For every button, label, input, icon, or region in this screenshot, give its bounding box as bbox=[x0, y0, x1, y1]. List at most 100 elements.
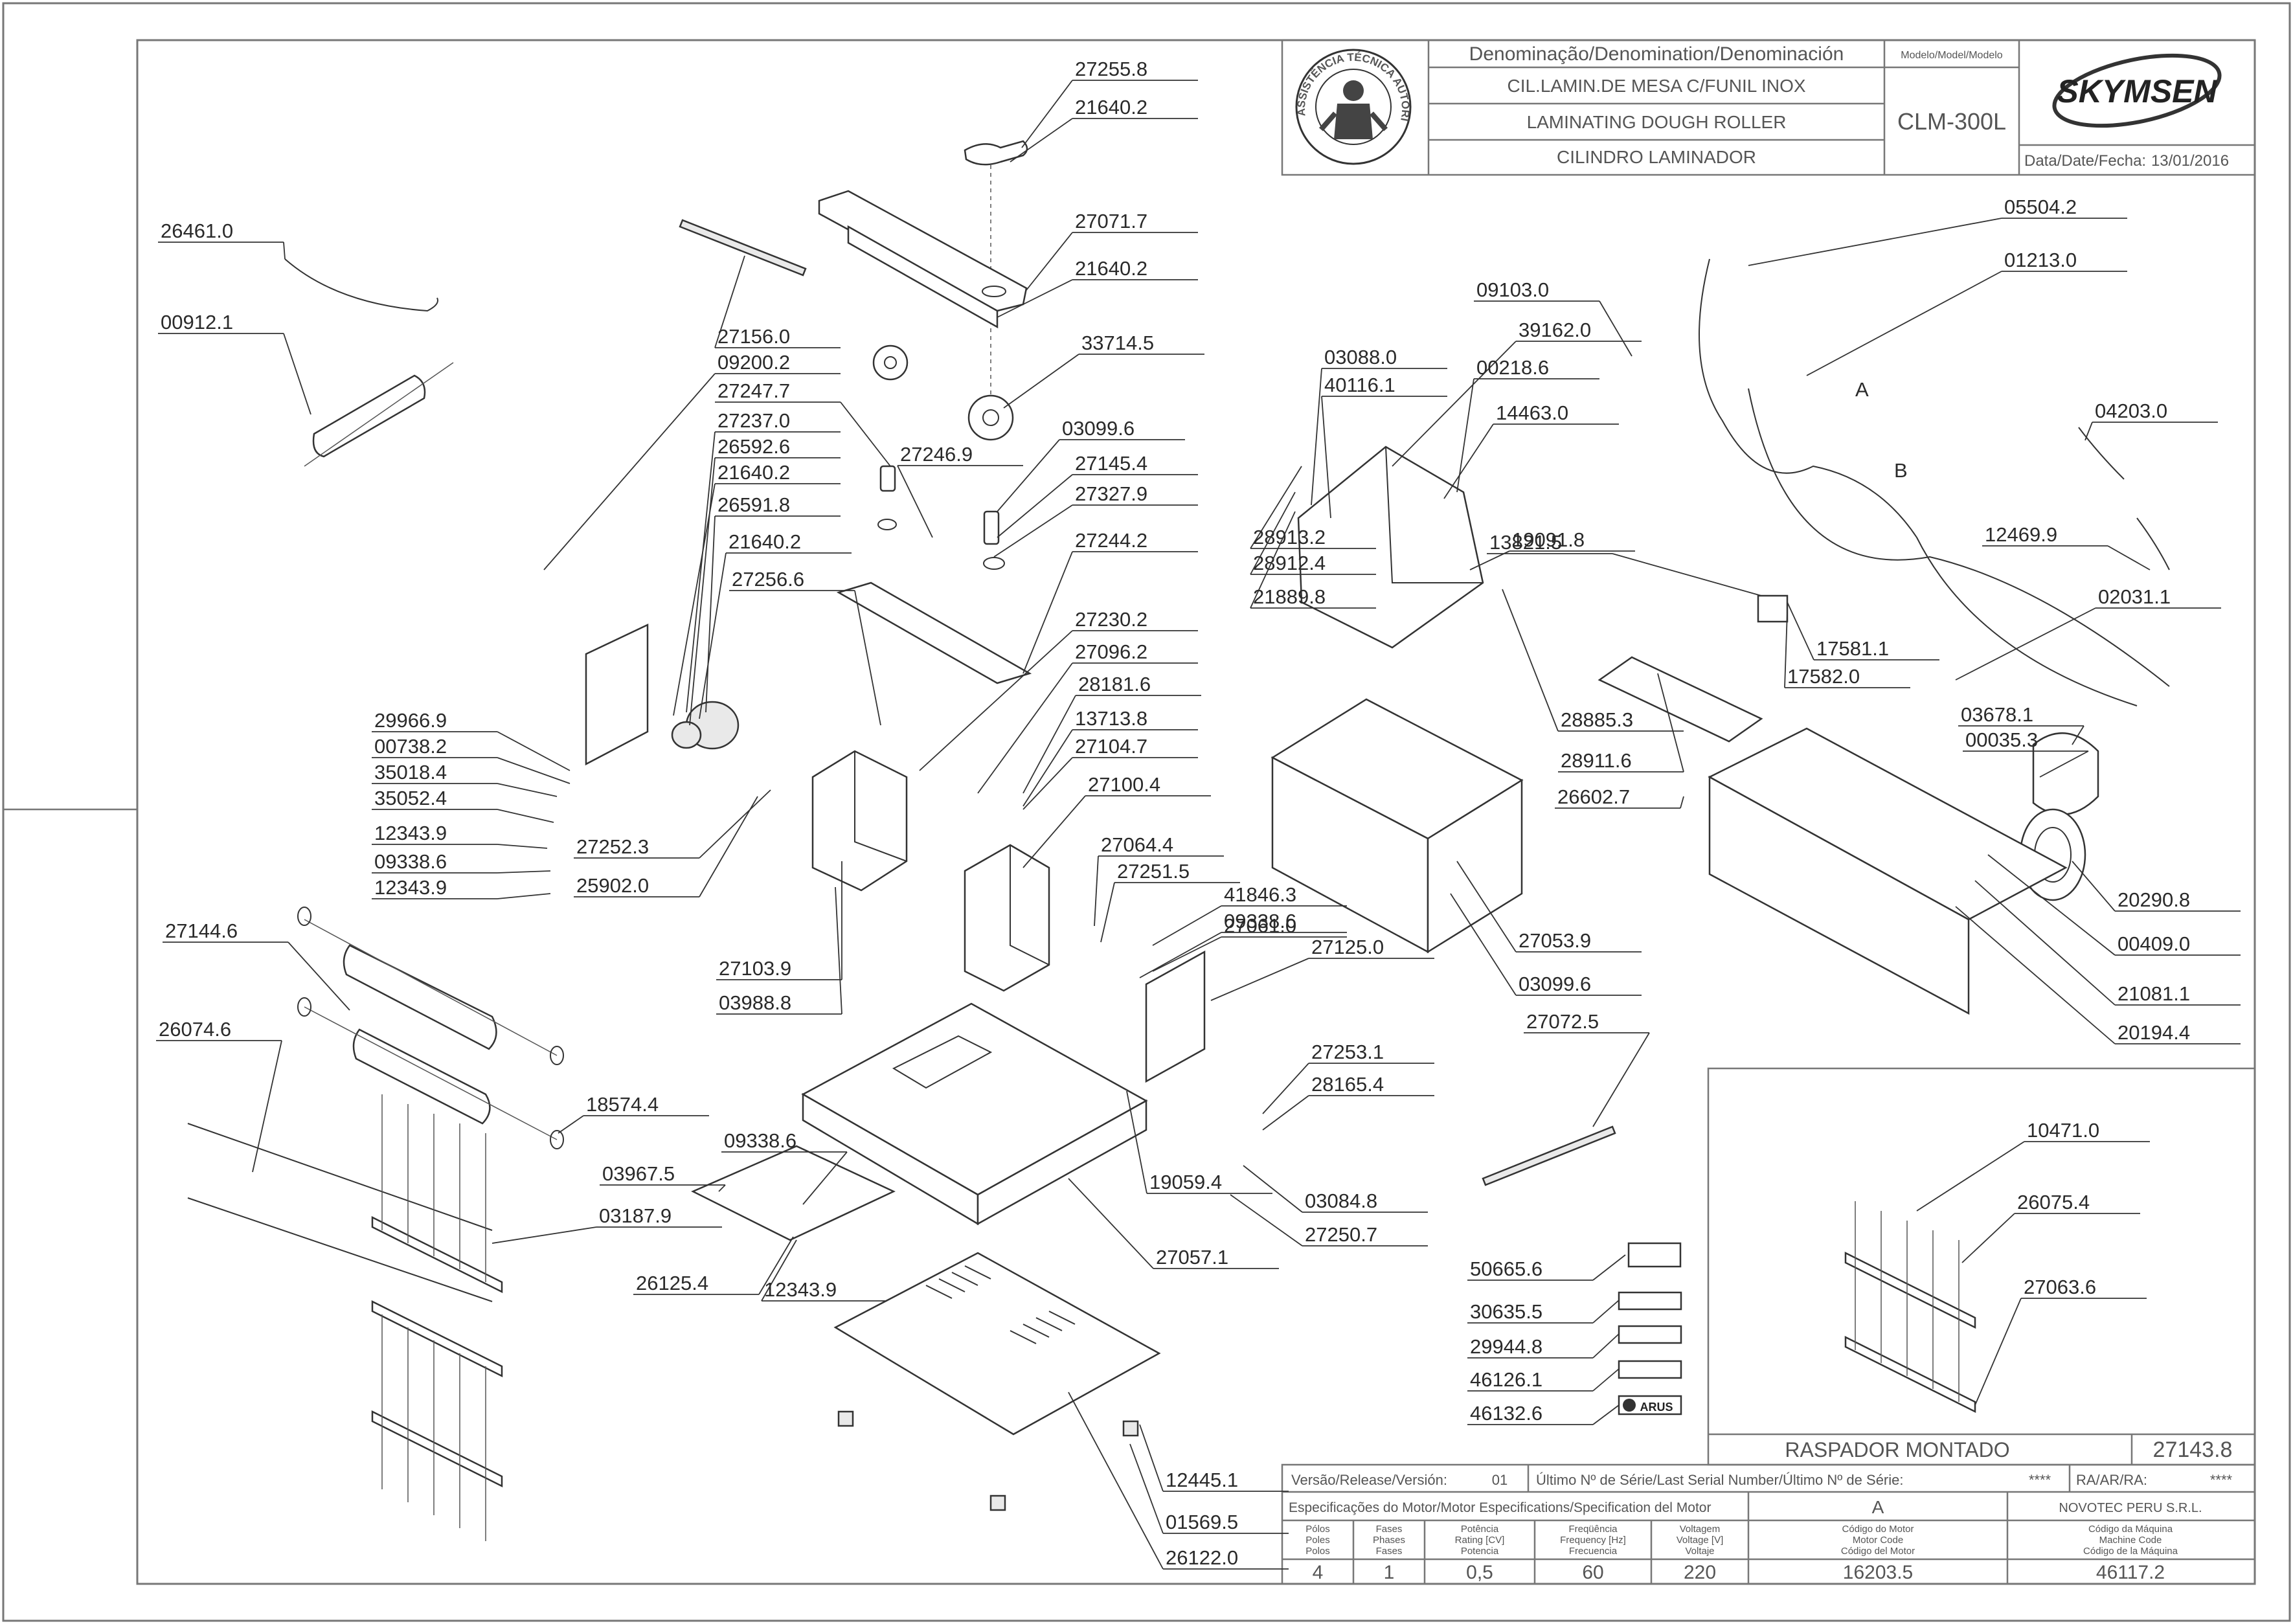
part-number-label: 39162.0 bbox=[1519, 319, 1591, 341]
date-value: 13/01/2016 bbox=[2151, 152, 2229, 170]
part-number-label: 29966.9 bbox=[374, 709, 447, 732]
part-callout: 20290.8 bbox=[2072, 861, 2241, 912]
callout-leader-line bbox=[1955, 906, 2116, 1044]
part-callout: 29966.9 bbox=[372, 709, 570, 771]
part-number-label: 03967.5 bbox=[602, 1162, 675, 1185]
part-callout: 27063.6 bbox=[1974, 1276, 2147, 1406]
part-number-label: 09338.6 bbox=[374, 850, 447, 873]
part-number-label: 26122.0 bbox=[1166, 1546, 1238, 1569]
callout-leader-line bbox=[2107, 545, 2151, 570]
part-number-label: 20290.8 bbox=[2118, 888, 2190, 911]
version-value: 01 bbox=[1492, 1472, 1508, 1488]
part-shapes: ARUS A B bbox=[187, 140, 2170, 1541]
callout-leader-line bbox=[558, 1115, 584, 1134]
callout-leader-line bbox=[1139, 1424, 1164, 1492]
callout-leader-line bbox=[1139, 932, 1222, 978]
model-value: CLM-300L bbox=[1897, 108, 2006, 135]
seal-text: ASSISTÊNCIA TÉCNICA AUTORIZADA bbox=[0, 0, 1412, 122]
part-callout: 41846.3 bbox=[1152, 883, 1347, 946]
part-callout: 20194.4 bbox=[1955, 906, 2241, 1044]
callout-leader-line bbox=[1250, 466, 1302, 549]
callout-leader-line bbox=[1321, 396, 1331, 519]
part-number-label: 27247.7 bbox=[717, 379, 790, 402]
callout-leader-line bbox=[1784, 611, 1788, 688]
callout-leader-line bbox=[1026, 232, 1073, 291]
part-number-label: 27071.7 bbox=[1075, 210, 1147, 232]
part-callout: 03088.0 bbox=[1311, 346, 1447, 506]
voltage-label-es: Voltaje bbox=[1685, 1546, 1714, 1557]
part-number-label: 26592.6 bbox=[717, 435, 790, 458]
poles-value: 4 bbox=[1313, 1562, 1324, 1583]
part-callout: 26074.6 bbox=[156, 1018, 282, 1173]
brand-logo: SKYMSEN bbox=[2052, 53, 2222, 128]
callout-leader-line bbox=[1916, 1141, 2025, 1212]
part-number-label: 00912.1 bbox=[161, 311, 233, 333]
part-callout: 27100.4 bbox=[1022, 773, 1211, 868]
callout-leader-line bbox=[283, 333, 311, 415]
part-number-label: 27256.6 bbox=[732, 568, 804, 591]
part-number-label: 00738.2 bbox=[374, 735, 447, 758]
freq-label-es: Frecuencia bbox=[1569, 1546, 1618, 1557]
callout-leader-line bbox=[497, 731, 570, 771]
part-callout: 00738.2 bbox=[372, 735, 570, 784]
part-number-label: 12469.9 bbox=[1985, 523, 2057, 546]
callout-leader-line bbox=[1592, 1333, 1620, 1359]
part-number-label: 12343.9 bbox=[374, 822, 447, 844]
part-number-label: 14463.0 bbox=[1496, 401, 1568, 424]
part-callout: 09103.0 bbox=[1474, 278, 1632, 357]
part-callout: 19091.8 bbox=[1469, 528, 1635, 570]
part-callout: 26075.4 bbox=[1961, 1191, 2140, 1263]
phases-label-es: Fases bbox=[1376, 1546, 1403, 1557]
callout-leader-line bbox=[1250, 511, 1296, 609]
callout-leader-line bbox=[497, 870, 551, 874]
part-callout: 28913.2 bbox=[1250, 466, 1376, 549]
part-callout: 18574.4 bbox=[558, 1093, 709, 1134]
callout-leader-line bbox=[705, 515, 716, 713]
part-callout: 27256.6 bbox=[729, 568, 881, 726]
part-callout: 27071.7 bbox=[1026, 210, 1198, 291]
callout-leader-line bbox=[1974, 880, 2116, 1006]
part-number-label: 28885.3 bbox=[1561, 708, 1633, 731]
callout-leader-line bbox=[997, 439, 1060, 512]
callout-leader-line bbox=[854, 590, 881, 726]
callout-leader-line bbox=[1021, 80, 1073, 148]
callout-leader-line bbox=[1456, 378, 1474, 493]
part-callouts: 27255.821640.227071.721640.233714.527156… bbox=[156, 58, 2241, 1570]
part-number-label: 21889.8 bbox=[1253, 585, 1326, 608]
part-callout: 04203.0 bbox=[2084, 400, 2218, 441]
part-number-label: 27237.0 bbox=[717, 409, 790, 432]
part-number-label: 01569.5 bbox=[1166, 1511, 1238, 1533]
callout-leader-line bbox=[1592, 1300, 1620, 1324]
part-number-label: 27064.4 bbox=[1101, 833, 1173, 856]
callout-leader-line bbox=[1126, 1090, 1147, 1194]
callout-leader-line bbox=[1443, 423, 1494, 499]
callout-leader-line bbox=[1230, 1194, 1303, 1246]
part-number-label: 26591.8 bbox=[717, 493, 790, 516]
part-number-label: 19091.8 bbox=[1512, 528, 1585, 551]
part-number-label: 03088.0 bbox=[1324, 346, 1397, 368]
callout-leader-line bbox=[1094, 855, 1099, 927]
part-number-label: 27125.0 bbox=[1311, 936, 1384, 958]
part-number-label: 41846.3 bbox=[1224, 883, 1296, 906]
part-callout: 09200.2 bbox=[543, 351, 841, 570]
motor-spec-header: Especificações do Motor/Motor Especifica… bbox=[1289, 1500, 1711, 1515]
part-callout: 14463.0 bbox=[1443, 401, 1619, 499]
part-number-label: 10471.0 bbox=[2027, 1119, 2099, 1142]
part-callout: 03967.5 bbox=[600, 1162, 726, 1192]
part-number-label: 00218.6 bbox=[1476, 356, 1549, 379]
part-number-label: 09338.6 bbox=[724, 1129, 796, 1152]
name-es: CILINDRO LAMINADOR bbox=[1557, 147, 1756, 167]
part-number-label: 17581.1 bbox=[1816, 637, 1889, 660]
motor-code-value: 16203.5 bbox=[1843, 1562, 1913, 1583]
callout-leader-line bbox=[699, 796, 758, 897]
part-callout: 27156.0 bbox=[714, 255, 841, 348]
part-number-label: 27096.2 bbox=[1075, 640, 1147, 663]
callout-leader-line bbox=[1592, 1254, 1626, 1281]
part-callout: 21640.2 bbox=[1010, 96, 1198, 163]
freq-label-pt: Freqüência bbox=[1568, 1524, 1618, 1535]
part-callout: 00912.1 bbox=[158, 311, 311, 415]
callout-leader-line bbox=[1022, 729, 1073, 807]
model-header: Modelo/Model/Modelo bbox=[1901, 50, 2003, 61]
part-callout: 03988.8 bbox=[716, 886, 842, 1015]
part-callout: 26592.6 bbox=[689, 435, 841, 726]
